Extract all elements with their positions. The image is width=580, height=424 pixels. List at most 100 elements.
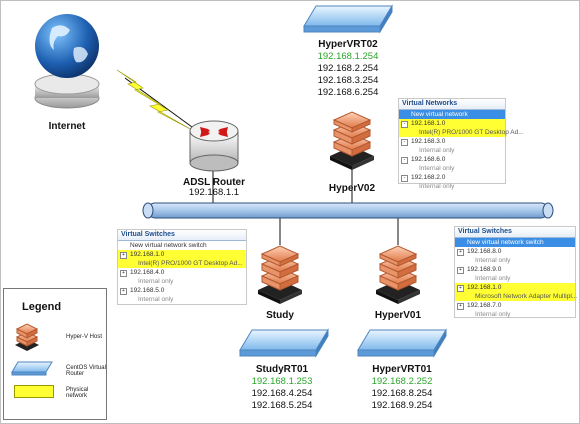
panel-row-label: Microsoft Network Adapter Multipl... bbox=[475, 293, 578, 300]
hyperv01-node bbox=[370, 245, 426, 304]
server-icon bbox=[15, 323, 39, 351]
internet-label: Internet bbox=[48, 121, 86, 132]
panel-row[interactable]: New virtual network switch bbox=[455, 238, 575, 247]
panel-row[interactable]: New virtual network bbox=[399, 110, 505, 119]
panel-row-label: Internal only bbox=[138, 296, 174, 303]
panel-row[interactable]: +192.168.8.0 bbox=[455, 247, 575, 256]
legend-title: Legend bbox=[22, 301, 62, 313]
panel-row-label: Internal only bbox=[475, 257, 511, 264]
panel-row-label: 192.168.5.0 bbox=[130, 287, 165, 294]
panel-row[interactable]: -192.168.3.0 bbox=[399, 137, 505, 146]
panel-row[interactable]: +192.168.1.0 bbox=[455, 283, 575, 292]
expand-icon[interactable]: + bbox=[457, 285, 464, 292]
panel-row-label: Intel(R) PRO/1000 GT Desktop Ad... bbox=[419, 129, 524, 136]
study-label: Study bbox=[266, 310, 294, 321]
hypervrt02-ip-4: 192.168.6.254 bbox=[317, 87, 379, 98]
hyperv01-label: HyperV01 bbox=[374, 310, 422, 321]
studyrt01-ip-2: 192.168.4.254 bbox=[251, 388, 313, 399]
panel-row-label: Internal only bbox=[419, 183, 455, 190]
study-virtual-switches-panel: Virtual Switches New virtual network swi… bbox=[117, 229, 247, 305]
panel-row-detail[interactable]: Internal only bbox=[118, 277, 246, 286]
network-bus bbox=[142, 202, 554, 219]
panel-row-label: Internal only bbox=[138, 278, 174, 285]
globe-icon bbox=[34, 14, 100, 109]
panel-row-label: 192.168.8.0 bbox=[467, 248, 502, 255]
studyrt01-ip-3: 192.168.5.254 bbox=[251, 400, 313, 411]
adsl-router-node bbox=[186, 113, 242, 175]
router-slab-icon bbox=[357, 328, 447, 358]
adsl-router-ip: 192.168.1.1 bbox=[188, 187, 240, 198]
hypervrt01-ip-3: 192.168.9.254 bbox=[371, 400, 433, 411]
panel-row[interactable]: +192.168.5.0 bbox=[118, 286, 246, 295]
yellow-swatch-icon bbox=[14, 385, 54, 398]
panel-row-label: New virtual network bbox=[411, 111, 468, 118]
hypervrt02-node bbox=[302, 4, 394, 36]
panel-row[interactable]: -192.168.6.0 bbox=[399, 155, 505, 164]
panel-row-label: 192.168.4.0 bbox=[130, 269, 165, 276]
panel-row-label: Internal only bbox=[475, 311, 511, 318]
panel-row-detail[interactable]: Internal only bbox=[455, 256, 575, 265]
panel-row-label: 192.168.9.0 bbox=[467, 266, 502, 273]
server-icon bbox=[330, 111, 374, 170]
collapse-icon[interactable]: - bbox=[401, 121, 408, 128]
collapse-icon[interactable]: - bbox=[401, 139, 408, 146]
hypervrt02-ip-2: 192.168.2.254 bbox=[317, 63, 379, 74]
hypervrt01-label: HyperVRT01 bbox=[372, 364, 432, 375]
panel-row-detail[interactable]: Internal only bbox=[399, 164, 505, 173]
panel-row[interactable]: +192.168.1.0 bbox=[118, 250, 246, 259]
panel-row-detail[interactable]: Microsoft Network Adapter Multipl... bbox=[455, 292, 578, 301]
study-node bbox=[252, 245, 308, 304]
server-icon bbox=[376, 245, 420, 304]
legend-item-hyperv-host: Hyper-V Host bbox=[66, 334, 103, 340]
router-slab-icon bbox=[239, 328, 329, 358]
panel-row-detail[interactable]: Internal only bbox=[399, 146, 505, 155]
panel-row-detail[interactable]: Internal only bbox=[399, 182, 505, 191]
panel-row-detail[interactable]: Intel(R) PRO/1000 GT Desktop Ad... bbox=[399, 128, 524, 137]
router-slab-icon bbox=[11, 361, 53, 376]
router-slab-icon bbox=[303, 4, 393, 34]
panel-title: Virtual Networks bbox=[399, 99, 505, 110]
expand-icon[interactable]: + bbox=[120, 270, 127, 277]
panel-row[interactable]: +192.168.4.0 bbox=[118, 268, 246, 277]
panel-row-label: 192.168.2.0 bbox=[411, 174, 446, 181]
panel-row-detail[interactable]: Intel(R) PRO/1000 GT Desktop Ad... bbox=[118, 259, 246, 268]
hyperv01-virtual-switches-panel: Virtual Switches New virtual network swi… bbox=[454, 226, 578, 319]
panel-title: Virtual Switches bbox=[455, 227, 575, 238]
panel-row-label: New virtual network switch bbox=[130, 242, 207, 249]
adsl-router-label: ADSL Router bbox=[182, 177, 246, 188]
expand-icon[interactable]: + bbox=[457, 249, 464, 256]
panel-row-label: Intel(R) PRO/1000 GT Desktop Ad... bbox=[138, 260, 243, 267]
panel-title: Virtual Switches bbox=[118, 230, 246, 241]
panel-row[interactable]: New virtual network switch bbox=[118, 241, 246, 250]
expand-icon[interactable]: + bbox=[120, 288, 127, 295]
panel-row-label: 192.168.1.0 bbox=[467, 284, 502, 291]
collapse-icon[interactable]: - bbox=[401, 175, 408, 182]
hyperv02-label: HyperV02 bbox=[328, 183, 376, 194]
studyrt01-ip-1: 192.168.1.253 bbox=[251, 376, 313, 387]
expand-icon[interactable]: + bbox=[457, 267, 464, 274]
expand-icon[interactable]: + bbox=[120, 252, 127, 259]
panel-row-label: Internal only bbox=[475, 275, 511, 282]
collapse-icon[interactable]: - bbox=[401, 157, 408, 164]
legend: Legend Hyper-V Host CentOS Virtual Route… bbox=[3, 288, 107, 420]
server-icon bbox=[258, 245, 302, 304]
legend-item-physical-network: Physical network bbox=[66, 387, 89, 399]
panel-row[interactable]: +192.168.9.0 bbox=[455, 265, 575, 274]
panel-row-label: 192.168.1.0 bbox=[130, 251, 165, 258]
panel-row[interactable]: +192.168.7.0 bbox=[455, 301, 575, 310]
panel-row-label: 192.168.6.0 bbox=[411, 156, 446, 163]
panel-row-detail[interactable]: Internal only bbox=[118, 295, 246, 304]
hypervrt02-ip-1: 192.168.1.254 bbox=[317, 51, 379, 62]
studyrt01-label: StudyRT01 bbox=[255, 364, 309, 375]
panel-row[interactable]: -192.168.2.0 bbox=[399, 173, 505, 182]
hypervrt01-ip-2: 192.168.8.254 bbox=[371, 388, 433, 399]
panel-row[interactable]: -192.168.1.0 bbox=[399, 119, 505, 128]
panel-row-label: 192.168.3.0 bbox=[411, 138, 446, 145]
expand-icon[interactable]: + bbox=[457, 303, 464, 310]
internet-node bbox=[22, 6, 112, 116]
panel-row-label: 192.168.1.0 bbox=[411, 120, 446, 127]
panel-row-detail[interactable]: Internal only bbox=[455, 310, 575, 319]
hypervrt01-ip-1: 192.168.2.252 bbox=[371, 376, 433, 387]
panel-row-detail[interactable]: Internal only bbox=[455, 274, 575, 283]
